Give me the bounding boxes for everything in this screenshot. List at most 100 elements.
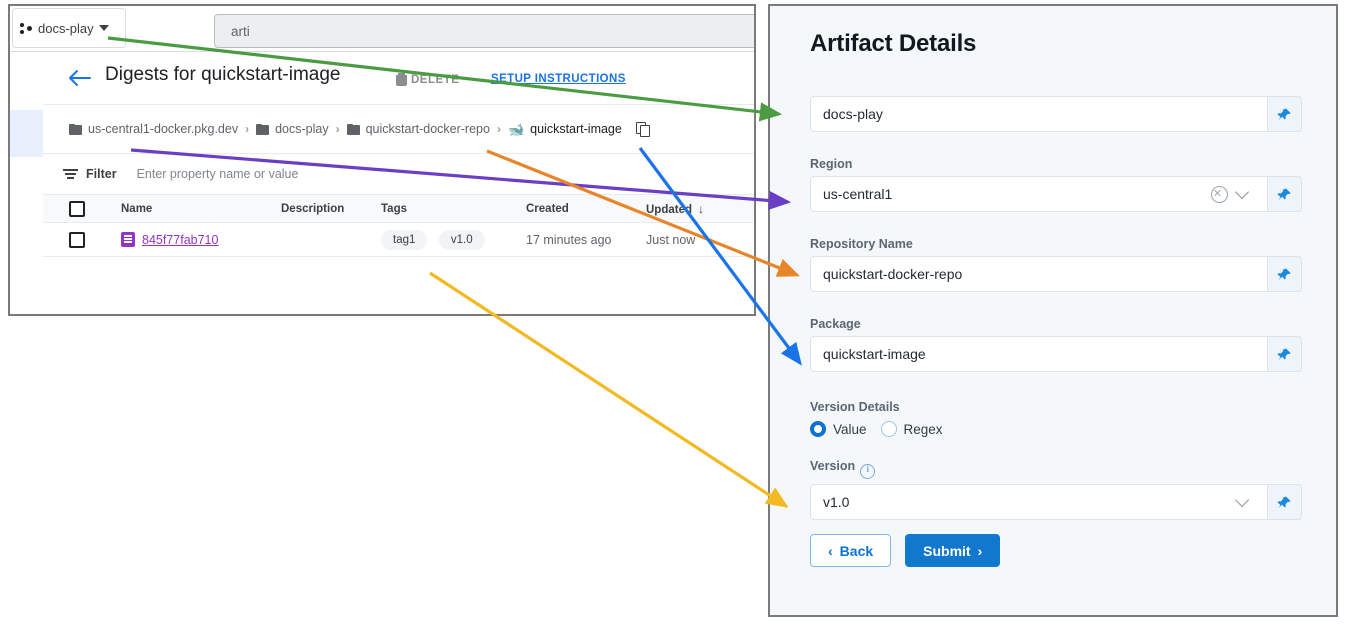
submit-button[interactable]: Submit › [905,534,1001,567]
project-dots-icon [20,22,33,35]
docker-icon: 🐋 [507,121,525,137]
tag-chip[interactable]: v1.0 [438,229,485,250]
chevron-down-icon[interactable] [1234,492,1250,508]
filter-label: Filter [86,167,117,181]
pin-icon[interactable] [1268,256,1302,292]
pin-icon[interactable] [1268,484,1302,520]
digest-icon [121,232,135,247]
version-label-row: Version i [810,459,1302,479]
breadcrumb-separator: › [496,122,501,136]
copy-icon[interactable] [635,122,650,137]
folder-icon [69,123,82,135]
breadcrumb-separator: › [335,122,340,136]
select-all-checkbox[interactable] [69,200,85,217]
row-checkbox[interactable] [69,231,85,248]
breadcrumb-item-registry[interactable]: us-central1-docker.pkg.dev [69,122,238,136]
artifact-registry-window: docs-play arti Digests for quickstart-im… [8,4,756,316]
nav-rail-selected-item[interactable] [10,110,43,157]
filter-input[interactable]: Enter property name or value [136,167,299,181]
package-field-value: quickstart-image [823,346,926,362]
form-actions: ‹ Back Submit › [810,534,1302,567]
breadcrumb-label: quickstart-docker-repo [365,122,490,136]
chevron-down-icon[interactable] [1234,184,1250,200]
breadcrumb-label: quickstart-image [530,122,622,136]
gcp-top-bar: docs-play arti [10,6,754,52]
region-field-row: us-central1 [810,176,1302,212]
breadcrumb-item-repository[interactable]: quickstart-docker-repo [346,122,490,136]
column-header-description[interactable]: Description [281,195,381,223]
project-field[interactable]: docs-play [810,96,1268,132]
region-label: Region [810,157,853,171]
pin-icon[interactable] [1268,336,1302,372]
version-details-label: Version Details [810,400,900,414]
search-value: arti [231,23,250,39]
breadcrumb-item-image[interactable]: 🐋 quickstart-image [508,122,622,136]
submit-button-label: Submit [923,542,971,559]
repository-name-field[interactable]: quickstart-docker-repo [810,256,1268,292]
digest-link[interactable]: 845f77fab710 [142,232,219,247]
breadcrumb-item-project[interactable]: docs-play [256,122,329,136]
panel-title: Artifact Details [810,30,977,57]
project-field-value: docs-play [823,106,883,122]
breadcrumb: us-central1-docker.pkg.dev › docs-play ›… [43,105,754,154]
version-label: Version [810,459,856,473]
clear-icon[interactable] [1211,185,1228,203]
version-field-value: v1.0 [823,494,850,510]
repository-name-label: Repository Name [810,237,913,251]
repository-name-field-row: quickstart-docker-repo [810,256,1302,292]
project-field-row: docs-play [810,96,1302,132]
package-label: Package [810,317,861,331]
tag-chip[interactable]: tag1 [381,229,428,250]
breadcrumb-label: docs-play [275,122,329,136]
cell-description [281,222,381,257]
radio-regex[interactable]: Regex [880,421,943,437]
info-icon[interactable]: i [860,464,876,479]
cell-created: 17 minutes ago [526,222,646,257]
radio-regex-indicator [880,421,897,437]
left-nav-rail [10,52,44,314]
column-header-created[interactable]: Created [526,195,646,223]
column-header-tags[interactable]: Tags [381,195,526,223]
region-field[interactable]: us-central1 [810,176,1268,212]
back-arrow-icon[interactable] [67,68,91,88]
table-row[interactable]: 845f77fab710 tag1 v1.0 17 minutes ago Ju… [43,222,754,257]
arrow-down-icon: ↓ [698,201,704,216]
radio-regex-label: Regex [903,421,943,437]
package-field-row: quickstart-image [810,336,1302,372]
chevron-left-icon: ‹ [828,542,833,559]
back-button-label: Back [839,542,874,559]
delete-button-label: DELETE [411,73,460,86]
pin-icon[interactable] [1268,176,1302,212]
package-field[interactable]: quickstart-image [810,336,1268,372]
back-button[interactable]: ‹ Back [810,534,892,567]
column-header-updated-label: Updated [646,203,692,216]
chevron-right-icon: › [977,542,983,559]
cell-updated: Just now [646,222,754,257]
project-selector-label: docs-play [38,20,94,36]
folder-icon [256,123,270,135]
radio-value-label: Value [833,421,867,437]
column-header-updated[interactable]: Updated ↓ [646,195,754,223]
folder-icon [346,123,360,135]
table-header-row: Name Description Tags Created Updated ↓ [43,195,754,223]
search-input[interactable]: arti [214,14,754,48]
filter-icon[interactable] [63,168,78,180]
chevron-down-icon [98,25,109,31]
radio-value-indicator [810,421,826,437]
column-header-name[interactable]: Name [121,195,281,223]
setup-instructions-link[interactable]: SETUP INSTRUCTIONS [491,73,626,85]
version-details-radio-group: Value Regex [810,421,1302,437]
page-title: Digests for quickstart-image [105,64,341,85]
pin-icon[interactable] [1268,96,1302,132]
breadcrumb-separator: › [245,122,250,136]
delete-button[interactable]: DELETE [396,73,459,86]
breadcrumb-label: us-central1-docker.pkg.dev [88,122,239,136]
version-field[interactable]: v1.0 [810,484,1268,520]
radio-value[interactable]: Value [810,421,867,437]
project-selector[interactable]: docs-play [12,8,126,48]
artifact-details-panel: Artifact Details docs-play Region us-cen… [768,4,1338,617]
region-field-value: us-central1 [823,186,893,202]
version-field-row: v1.0 [810,484,1302,520]
trash-icon [396,73,407,86]
digests-table: Name Description Tags Created Updated ↓ [43,195,754,257]
